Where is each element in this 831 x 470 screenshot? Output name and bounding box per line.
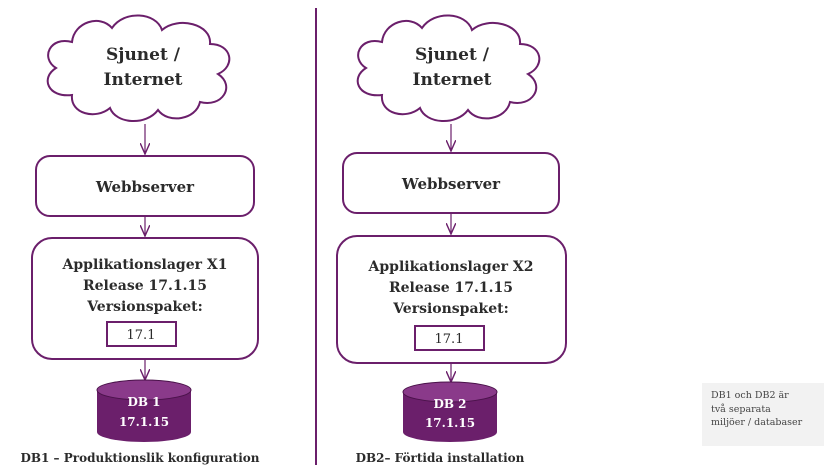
right-app-line-2: Release 17.1.15	[389, 280, 513, 296]
left-version-box	[106, 321, 177, 347]
right-app-line-3: Versionspaket:	[392, 301, 509, 317]
note-line-1: DB1 och DB2 är	[711, 390, 789, 401]
left-version-value: 17.1	[127, 328, 156, 343]
note-line-3: miljöer / databaser	[711, 417, 803, 428]
left-cloud-line-1: Sjunet /	[106, 45, 181, 65]
right-stack: Sjunet / Internet Webbserver Applikation…	[336, 14, 567, 465]
right-db-line-2: 17.1.15	[425, 416, 475, 430]
right-app-line-1: Applikationslager X2	[368, 259, 534, 275]
left-cloud-line-2: Internet	[104, 70, 183, 90]
left-app-line-3: Versionspaket:	[86, 299, 203, 315]
left-caption: DB1 – Produktionslik konfiguration	[20, 451, 259, 465]
right-webserver-label: Webbserver	[401, 175, 501, 193]
right-cloud-shape	[356, 14, 541, 123]
left-app-line-2: Release 17.1.15	[83, 278, 207, 294]
right-cloud-line-1: Sjunet /	[415, 45, 490, 65]
note-line-2: två separata	[711, 403, 771, 415]
right-version-box	[414, 325, 485, 351]
left-app-line-1: Applikationslager X1	[62, 257, 228, 273]
left-db-line-2: 17.1.15	[119, 415, 169, 429]
left-webserver-label: Webbserver	[95, 178, 195, 196]
note-box: DB1 och DB2 är två separata miljöer / da…	[702, 383, 824, 446]
left-db-cylinder	[96, 379, 192, 442]
left-cloud-shape	[46, 14, 231, 123]
right-db-cylinder	[402, 381, 498, 442]
right-caption: DB2– Förtida installation	[356, 451, 525, 465]
right-db-line-1: DB 2	[433, 397, 466, 411]
left-stack: Sjunet / Internet Webbserver Applikation…	[20, 14, 260, 465]
left-db-line-1: DB 1	[127, 395, 160, 409]
right-cloud-line-2: Internet	[413, 70, 492, 90]
right-version-value: 17.1	[435, 332, 464, 347]
